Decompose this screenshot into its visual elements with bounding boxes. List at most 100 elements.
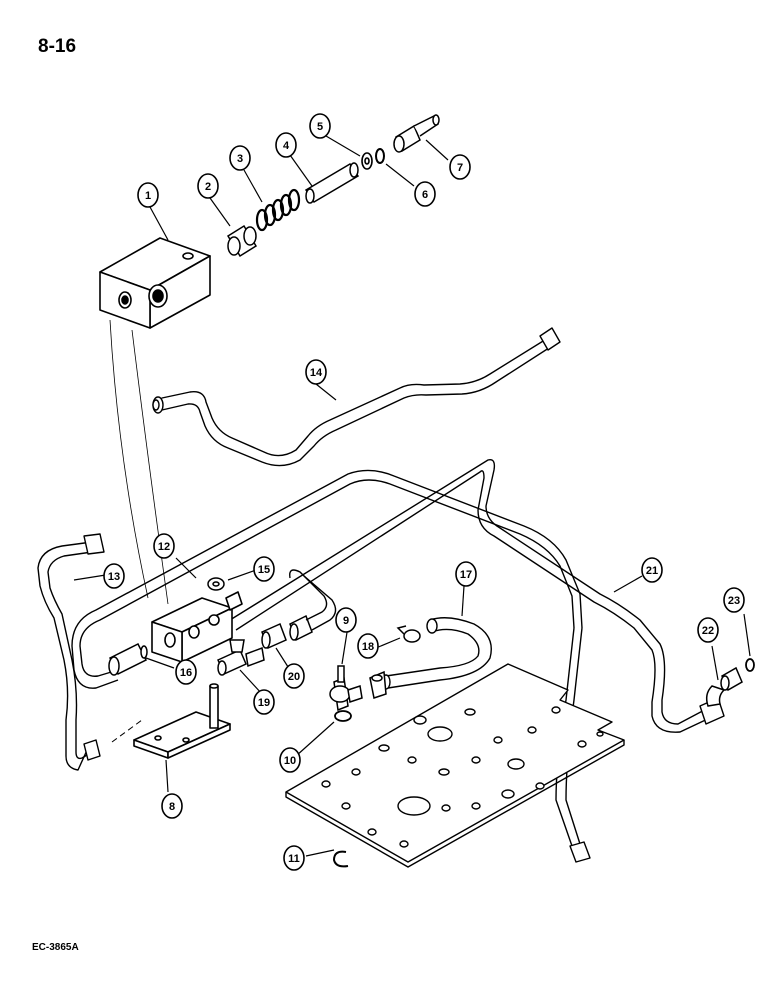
leader-arrows — [73, 135, 751, 857]
callout-8: 8 — [161, 793, 183, 819]
callout-circle — [137, 182, 159, 208]
callout-16: 16 — [175, 659, 197, 685]
callout-label: 15 — [258, 564, 270, 576]
o-ring-10 — [334, 710, 352, 722]
callout-label: 13 — [108, 571, 120, 583]
callout-circle — [309, 113, 331, 139]
washer — [361, 152, 373, 170]
callout-circle — [197, 173, 219, 199]
leader-line — [109, 319, 149, 599]
callout-circle — [641, 557, 663, 583]
callout-circle — [229, 145, 251, 171]
leader-line — [131, 329, 169, 605]
callout-20: 20 — [283, 663, 305, 689]
nut — [207, 577, 225, 591]
callout-circle — [153, 533, 175, 559]
callout-6: 6 — [414, 181, 436, 207]
callout-17: 17 — [455, 561, 477, 587]
callout-label: 16 — [180, 667, 192, 679]
callout-label: 12 — [158, 541, 170, 553]
callout-23: 23 — [723, 587, 745, 613]
callout-circle — [253, 689, 275, 715]
callout-19: 19 — [253, 689, 275, 715]
callout-label: 7 — [457, 162, 463, 174]
valve-block — [99, 237, 211, 329]
fitting-16 — [108, 642, 148, 676]
callout-label: 6 — [422, 189, 428, 201]
tee-fitting — [217, 639, 265, 676]
callout-15: 15 — [253, 556, 275, 582]
callout-label: 18 — [362, 641, 374, 653]
callout-label: 21 — [646, 565, 658, 577]
callout-10: 10 — [279, 747, 301, 773]
tube-13 — [37, 533, 105, 771]
callout-circle — [283, 845, 305, 871]
adapter-fitting — [261, 614, 313, 650]
callout-label: 11 — [288, 853, 300, 865]
callout-label: 20 — [288, 671, 300, 683]
callout-4: 4 — [275, 132, 297, 158]
callout-circle — [697, 617, 719, 643]
callout-label: 14 — [310, 367, 323, 379]
callout-circle — [723, 587, 745, 613]
alignment-line — [111, 719, 143, 743]
fitting — [393, 114, 440, 153]
callout-circle — [449, 154, 471, 180]
callout-7: 7 — [449, 154, 471, 180]
callout-9: 9 — [335, 607, 357, 633]
tee-valve — [329, 665, 363, 712]
callout-label: 5 — [317, 121, 323, 133]
hose-clamp — [396, 625, 421, 643]
spool — [226, 224, 258, 258]
callout-circle — [414, 181, 436, 207]
callout-label: 22 — [702, 625, 714, 637]
callout-14: 14 — [305, 359, 327, 385]
callout-3: 3 — [229, 145, 251, 171]
callout-circle — [283, 663, 305, 689]
callout-circle — [275, 132, 297, 158]
callout-circle — [357, 633, 379, 659]
callout-circle — [279, 747, 301, 773]
callout-5: 5 — [309, 113, 331, 139]
elbow-fitting — [369, 670, 387, 699]
callout-11: 11 — [283, 845, 305, 871]
callout-label: 2 — [205, 181, 211, 193]
callout-circle — [335, 607, 357, 633]
callout-18: 18 — [357, 633, 379, 659]
callout-label: 10 — [284, 755, 296, 767]
figure-code: EC-3865A — [32, 942, 79, 953]
callout-label: 19 — [258, 697, 270, 709]
callout-circle — [175, 659, 197, 685]
callout-label: 4 — [283, 140, 290, 152]
callout-22: 22 — [697, 617, 719, 643]
callout-12: 12 — [153, 533, 175, 559]
callout-circle — [103, 563, 125, 589]
callout-13: 13 — [103, 563, 125, 589]
tube-14 — [152, 327, 561, 467]
callout-circle — [305, 359, 327, 385]
elbow-connector — [705, 666, 743, 707]
callout-label: 1 — [145, 190, 151, 202]
cover-plate — [285, 663, 625, 868]
o-ring-23 — [745, 658, 755, 672]
tube-connector — [289, 569, 337, 631]
callout-label: 3 — [237, 153, 243, 165]
tube-12 — [71, 469, 583, 689]
callout-label: 17 — [460, 569, 472, 581]
o-ring — [375, 148, 385, 164]
spring — [255, 188, 301, 232]
bracket — [133, 683, 231, 759]
callout-label: 8 — [169, 801, 175, 813]
page-number: 8-16 — [38, 36, 77, 57]
callout-1: 1 — [137, 182, 159, 208]
lower-valve-block — [151, 591, 243, 663]
callout-label: 9 — [343, 615, 349, 627]
callout-2: 2 — [197, 173, 219, 199]
plunger — [304, 162, 360, 204]
callout-circle — [253, 556, 275, 582]
retaining-clip — [332, 850, 349, 868]
callout-label: 23 — [728, 595, 740, 607]
callout-21: 21 — [641, 557, 663, 583]
